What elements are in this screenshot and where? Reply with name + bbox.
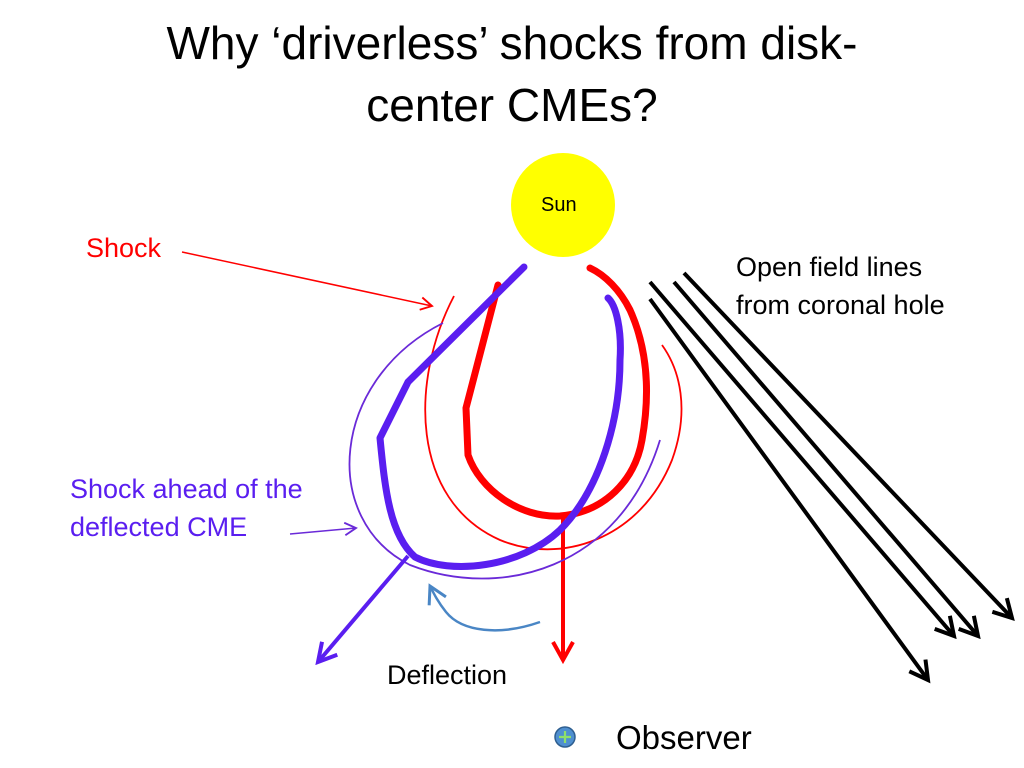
shock-ahead-label-line-2: deflected CME [70,512,248,542]
deflected-cme-direction-arrow [318,554,410,662]
shock-label-pointer [181,251,434,311]
open-field-lines-label-line-2: from coronal hole [736,290,945,320]
slide-title-line-2: center CMEs? [366,79,658,131]
open-field-lines-label: Open field lines from coronal hole [736,248,945,324]
observer-label: Observer [616,719,752,756]
original-cme-outline [462,264,650,520]
open-field-lines-label-line-1: Open field lines [736,252,923,282]
deflection-arrow [427,583,541,632]
deflected-cme-outline [376,263,624,570]
sun-label: Sun [541,194,577,216]
slide-title-line-1: Why ‘driverless’ shocks from disk- [166,17,858,69]
shock-ahead-label-pointer [289,521,358,537]
sun-disk [511,153,615,257]
shock-ahead-label: Shock ahead of the deflected CME [70,470,303,546]
observer-icon [554,726,576,748]
original-shock-front [424,295,683,551]
field-line-2 [672,280,978,636]
field-line-4 [648,297,928,680]
shock-label: Shock [86,233,162,263]
slide-title: Why ‘driverless’ shocks from disk- cente… [62,12,962,136]
shock-ahead-label-line-1: Shock ahead of the [70,474,303,504]
field-line-1 [682,271,1012,618]
field-line-3 [648,280,954,636]
open-field-lines [648,271,1012,680]
deflection-label: Deflection [387,660,508,690]
deflected-shock-front [348,322,661,580]
